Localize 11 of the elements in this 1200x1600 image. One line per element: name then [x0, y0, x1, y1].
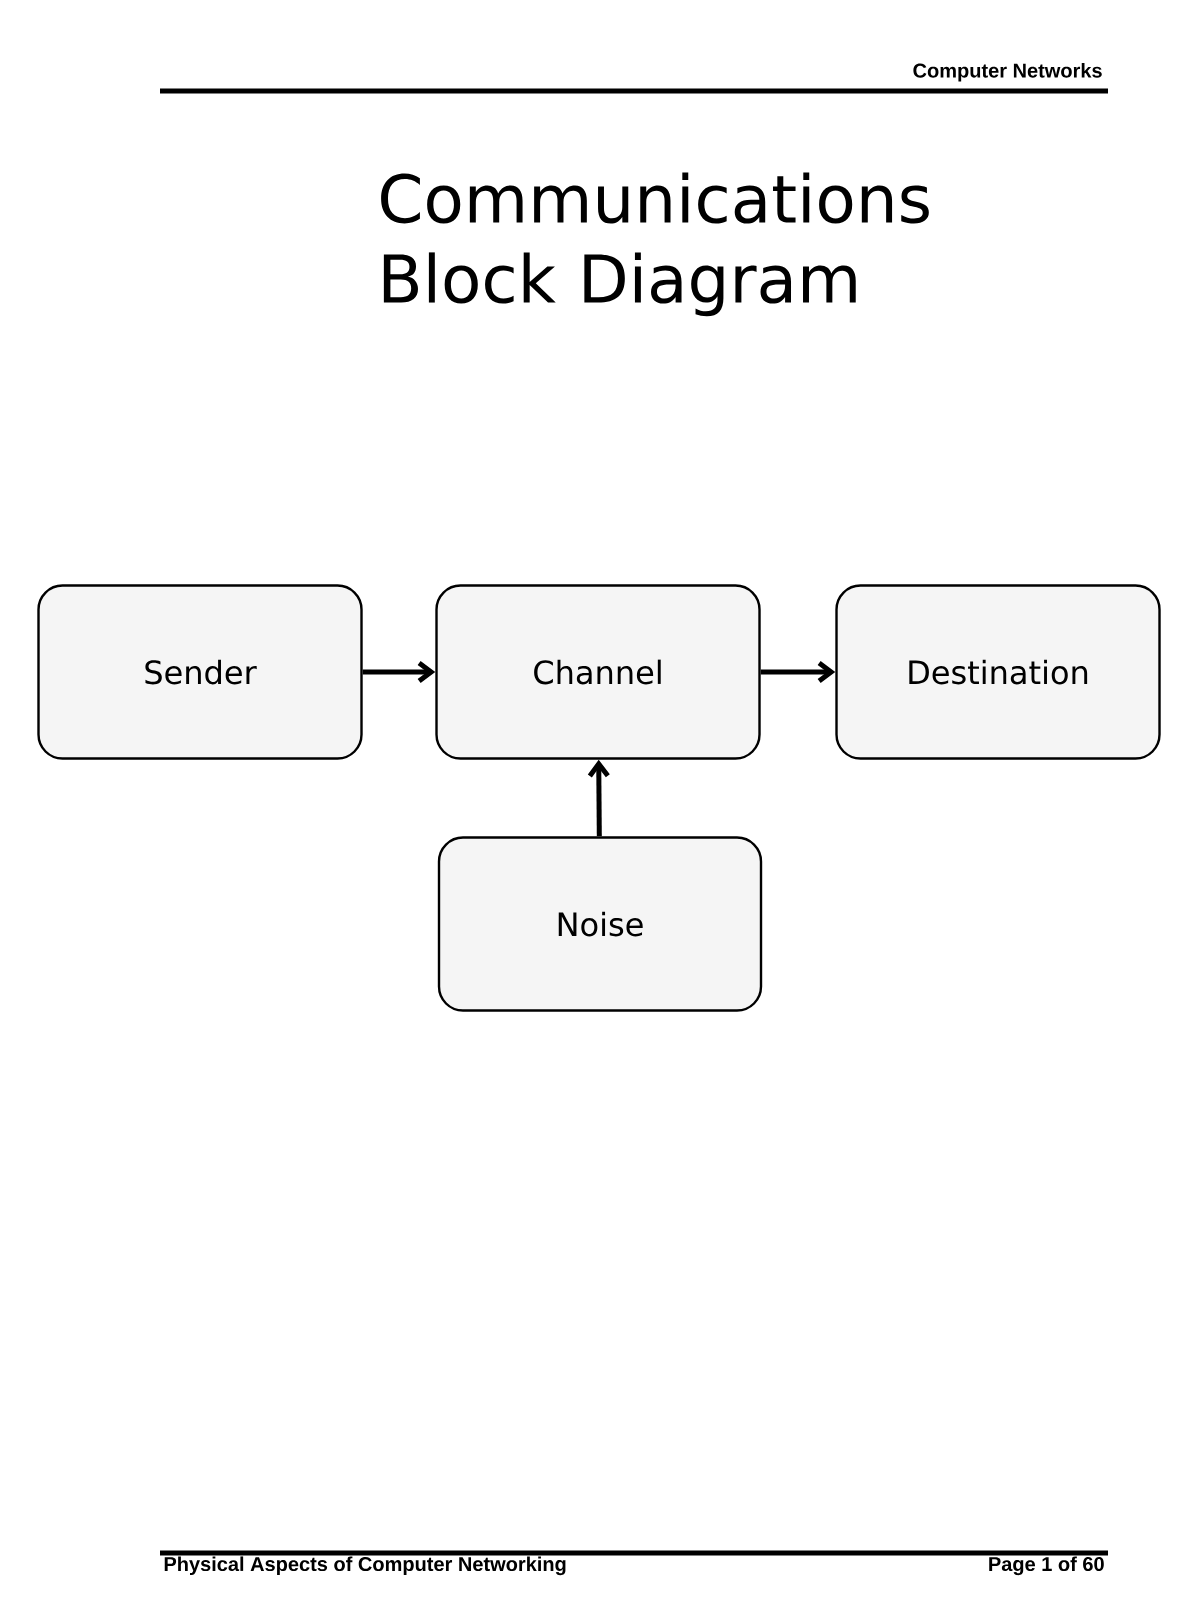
process-box: Destination — [835, 584, 1161, 760]
page-number: Page 1 of 60 — [989, 1556, 1104, 1576]
process-box: Sender — [37, 584, 363, 760]
arrow — [362, 661, 436, 683]
arrow — [760, 661, 836, 683]
process-box: Channel — [435, 584, 761, 760]
header-text: Computer Networks — [913, 62, 1102, 82]
footer-text: Physical Aspects of Computer Networking — [164, 1556, 566, 1576]
arrow — [587, 759, 610, 837]
title: Communications Block Diagram — [381, 172, 929, 317]
process-box: Noise — [437, 836, 763, 1012]
